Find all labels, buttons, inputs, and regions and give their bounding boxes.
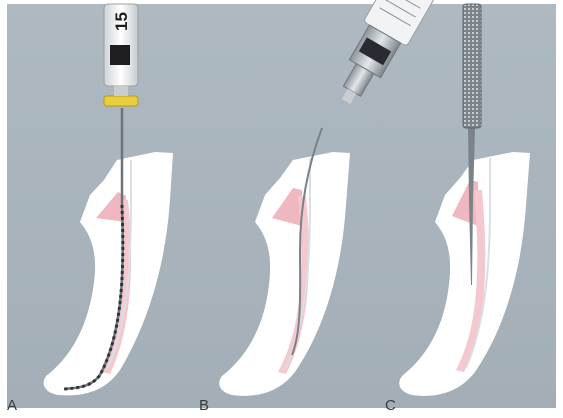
file-a-handle-band: [110, 45, 130, 65]
panel-label-b: B: [199, 398, 209, 413]
panel-label-a: A: [7, 398, 17, 413]
spreader-c-handle: [463, 4, 481, 128]
file-size-number: 15: [113, 2, 131, 42]
file-a-gold-ring: [104, 96, 138, 106]
panel-label-c: C: [385, 398, 396, 413]
file-a-neck: [114, 86, 128, 96]
